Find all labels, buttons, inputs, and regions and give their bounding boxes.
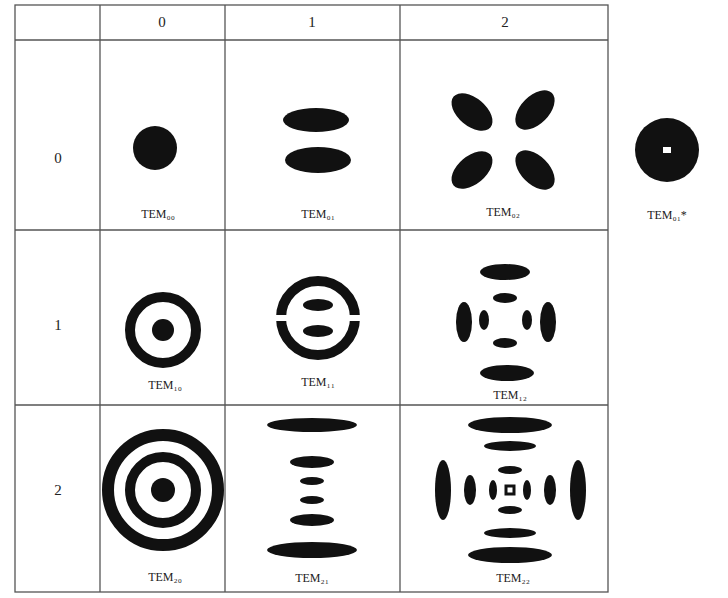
mode-label: TEM₂₁ (295, 572, 329, 584)
table-grid (15, 5, 608, 592)
mode-label: TEM₀₀ (141, 208, 175, 220)
mode-label: TEM₂₂ (496, 572, 530, 584)
mode-label: TEM₁₂ (493, 389, 527, 401)
mode-label: TEM₁₀ (148, 379, 182, 391)
mode-label: TEM₀₁ (301, 208, 335, 220)
mode-label: TEM₀₂ (486, 206, 520, 218)
mode-label: TEM₂₀ (148, 571, 182, 583)
row-header: 2 (54, 483, 62, 498)
mode-label: TEM₀₁* (647, 209, 687, 221)
row-header: 1 (54, 318, 62, 333)
column-header: 2 (501, 15, 509, 30)
mode-spots (108, 83, 699, 563)
row-header: 0 (54, 151, 62, 166)
column-header: 0 (158, 15, 166, 30)
mode-label: TEM₁₁ (301, 376, 335, 388)
column-header: 1 (308, 15, 316, 30)
